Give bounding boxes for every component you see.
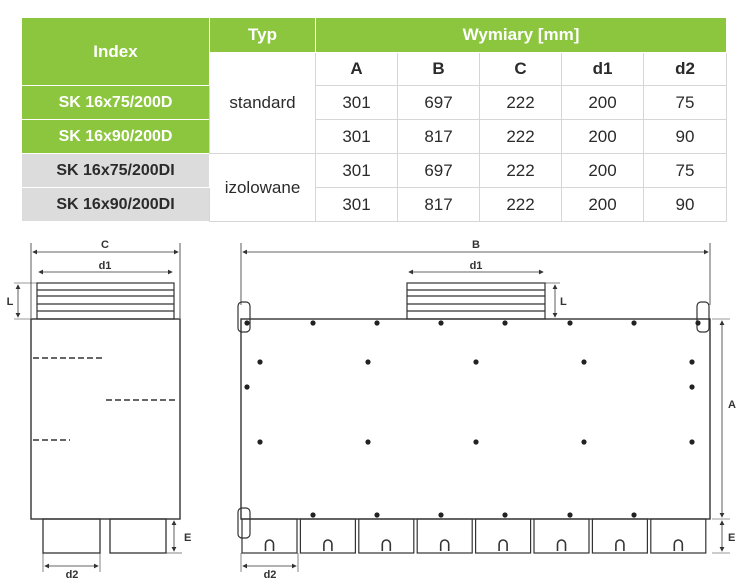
row-index: SK 16x75/200DI <box>21 153 210 188</box>
subheader-d2: d2 <box>643 52 727 86</box>
label-d1: d1 <box>470 260 483 272</box>
outlet-spigot <box>591 518 649 554</box>
cell-b: 697 <box>397 85 480 120</box>
subheader-b: B <box>397 52 480 86</box>
outlet-clip <box>381 539 392 551</box>
table-row: SK 16x75/200DI izolowane 301 697 222 200… <box>21 153 727 222</box>
outlet-clip <box>323 539 333 551</box>
side-view-labels: C d1 L E d2 <box>7 239 192 581</box>
rivet-dot <box>244 320 250 326</box>
front-body <box>240 318 711 520</box>
label-l: L <box>560 296 567 308</box>
outlet-spigot <box>533 518 590 554</box>
outlet-spigot <box>416 518 473 554</box>
cell-d1: 200 <box>561 119 644 154</box>
cell-c: 222 <box>479 187 562 222</box>
table-row: SK 16x90/200DI 301 817 222 200 90 <box>21 187 727 222</box>
rivet-dot <box>689 359 695 365</box>
cell-d1: 200 <box>561 85 644 120</box>
row-index: SK 16x90/200DI <box>21 187 210 222</box>
outlet-clip <box>556 539 567 551</box>
rivet-dot <box>257 439 263 445</box>
label-c: C <box>101 239 109 251</box>
outlet-clip <box>498 539 508 551</box>
outlet-spigot <box>650 518 707 554</box>
cell-d2: 75 <box>643 85 727 120</box>
cell-a: 301 <box>315 187 398 222</box>
rivet-dot <box>310 320 316 326</box>
rivet-dot <box>374 512 380 518</box>
rivet-dot <box>473 359 479 365</box>
rivet-dot <box>567 320 573 326</box>
outlet-clip <box>615 539 625 551</box>
cell-d2: 90 <box>643 119 727 154</box>
rivet-dot <box>502 320 508 326</box>
subheader-a: A <box>315 52 398 86</box>
rivet-dot <box>689 384 695 390</box>
rivet-dot <box>473 439 479 445</box>
cell-b: 697 <box>397 153 480 188</box>
cell-b: 817 <box>397 119 480 154</box>
table-row: SK 16x75/200D 301 697 222 200 75 <box>21 85 727 120</box>
rivet-dot <box>310 512 316 518</box>
rivet-dot <box>631 512 637 518</box>
rivet-dot <box>502 512 508 518</box>
rivet-dot <box>257 359 263 365</box>
label-d2: d2 <box>66 569 79 581</box>
rivet-dot <box>689 439 695 445</box>
label-l: L <box>7 296 14 308</box>
label-d2: d2 <box>264 569 277 581</box>
type-izolowane: izolowane <box>209 153 316 222</box>
outlet-spigot <box>475 518 532 554</box>
cell-c: 222 <box>479 153 562 188</box>
rivet-dot <box>365 439 371 445</box>
rivet-dot <box>695 320 701 326</box>
label-a: A <box>728 399 736 411</box>
label-b: B <box>472 239 480 251</box>
rivet-dot <box>244 384 250 390</box>
rivet-dot <box>438 320 444 326</box>
cell-d2: 75 <box>643 153 727 188</box>
table-row: SK 16x90/200D 301 817 222 200 90 <box>21 119 727 154</box>
rivet-dot <box>581 359 587 365</box>
outlet-spigot <box>358 518 415 554</box>
outlet-clip <box>439 539 450 551</box>
cell-d1: 200 <box>561 153 644 188</box>
rivet-dot <box>438 512 444 518</box>
label-e: E <box>184 532 191 544</box>
label-e: E <box>728 532 735 544</box>
rivet-dot <box>581 439 587 445</box>
rivet-dot <box>365 359 371 365</box>
side-body <box>30 318 181 520</box>
type-standard: standard <box>209 52 316 154</box>
front-view-labels: B d1 L A E d2 <box>264 239 736 581</box>
front-view <box>237 243 730 572</box>
side-view <box>14 243 182 572</box>
row-index: SK 16x90/200D <box>21 119 210 154</box>
cell-d2: 90 <box>643 187 727 222</box>
cell-a: 301 <box>315 153 398 188</box>
label-d1: d1 <box>99 260 112 272</box>
row-index: SK 16x75/200D <box>21 85 210 120</box>
rivet-dot <box>631 320 637 326</box>
rivet-dot <box>374 320 380 326</box>
outlet-spigot <box>241 518 298 554</box>
front-mounting-dots <box>244 320 701 518</box>
outlet-spigot <box>299 518 356 554</box>
rivet-dot <box>567 512 573 518</box>
spec-table: Index Typ Wymiary [mm] standard A B C d1… <box>21 17 727 222</box>
cell-b: 817 <box>397 187 480 222</box>
outlet-clip <box>673 539 684 551</box>
cell-c: 222 <box>479 85 562 120</box>
subheader-d1: d1 <box>561 52 644 86</box>
outlet-clip <box>264 539 275 551</box>
header-index: Index <box>21 17 210 86</box>
front-outlets <box>241 518 707 554</box>
